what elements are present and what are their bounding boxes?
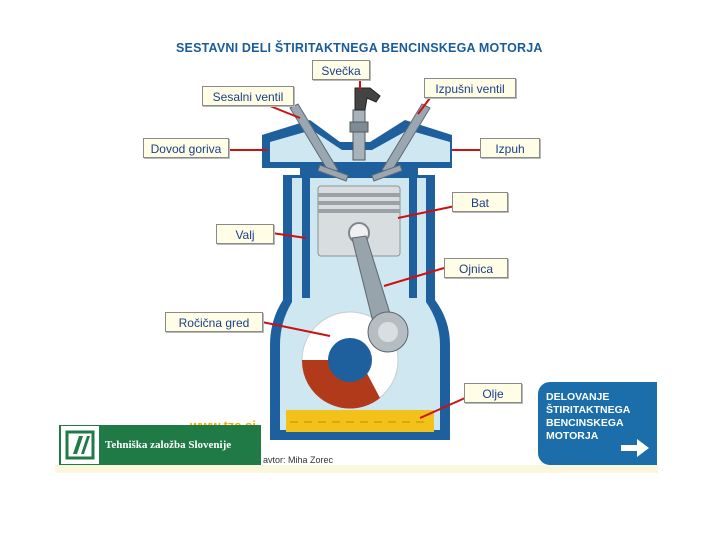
cylinder-wall-right — [409, 178, 417, 298]
author-credit: avtor: Miha Zorec — [263, 455, 334, 465]
nav-line-4: MOTORJA — [546, 430, 599, 442]
label-olje: Olje — [464, 383, 522, 403]
label-ojnica: Ojnica — [444, 258, 508, 278]
nav-line-2: ŠTIRITAKTNEGA — [546, 404, 631, 416]
label-valj: Valj — [216, 224, 274, 244]
piston-ring-3 — [318, 209, 400, 213]
publisher-banner: Tehniška založba Slovenije — [59, 425, 261, 465]
next-topic-button[interactable]: DELOVANJE ŠTIRITAKTNEGA BENCINSKEGA MOTO… — [538, 382, 657, 465]
footer-strip — [55, 465, 658, 473]
label-svecka: Svečka — [312, 60, 370, 80]
piston-ring-2 — [318, 201, 400, 205]
label-dovod-goriva: Dovod goriva — [143, 138, 229, 158]
crank-journal — [328, 338, 372, 382]
leader-bat — [397, 204, 461, 219]
leader-ojnica — [383, 267, 445, 287]
label-izpusni-ventil: Izpušni ventil — [424, 78, 516, 98]
arrow-right-icon — [621, 439, 649, 457]
publisher-name: Tehniška založba Slovenije — [105, 439, 232, 451]
label-bat: Bat — [452, 192, 508, 212]
label-sesalni-ventil: Sesalni ventil — [202, 86, 294, 106]
rod-big-end-bore — [378, 322, 398, 342]
exhaust-valve-head — [371, 164, 403, 182]
label-rocicna-gred: Ročična gred — [165, 312, 263, 332]
leader-rocicna — [261, 321, 331, 337]
leader-izpusni — [417, 97, 431, 115]
leader-sesalni — [269, 105, 301, 119]
spark-plug-nut — [349, 121, 369, 133]
oil-sump — [286, 410, 434, 432]
nav-line-3: BENCINSKEGA — [546, 417, 624, 429]
spark-plug-cap — [354, 87, 381, 111]
intake-valve-head — [317, 164, 349, 182]
publisher-logo-icon — [61, 426, 99, 464]
label-izpuh: Izpuh — [480, 138, 540, 158]
diagram-title: SESTAVNI DELI ŠTIRITAKTNEGA BENCINSKEGA … — [176, 41, 543, 55]
spark-plug-body — [352, 109, 366, 161]
nav-line-1: DELOVANJE — [546, 391, 610, 403]
piston-ring-1 — [318, 193, 400, 197]
leader-valj — [271, 232, 307, 239]
intake-valve — [289, 103, 339, 175]
